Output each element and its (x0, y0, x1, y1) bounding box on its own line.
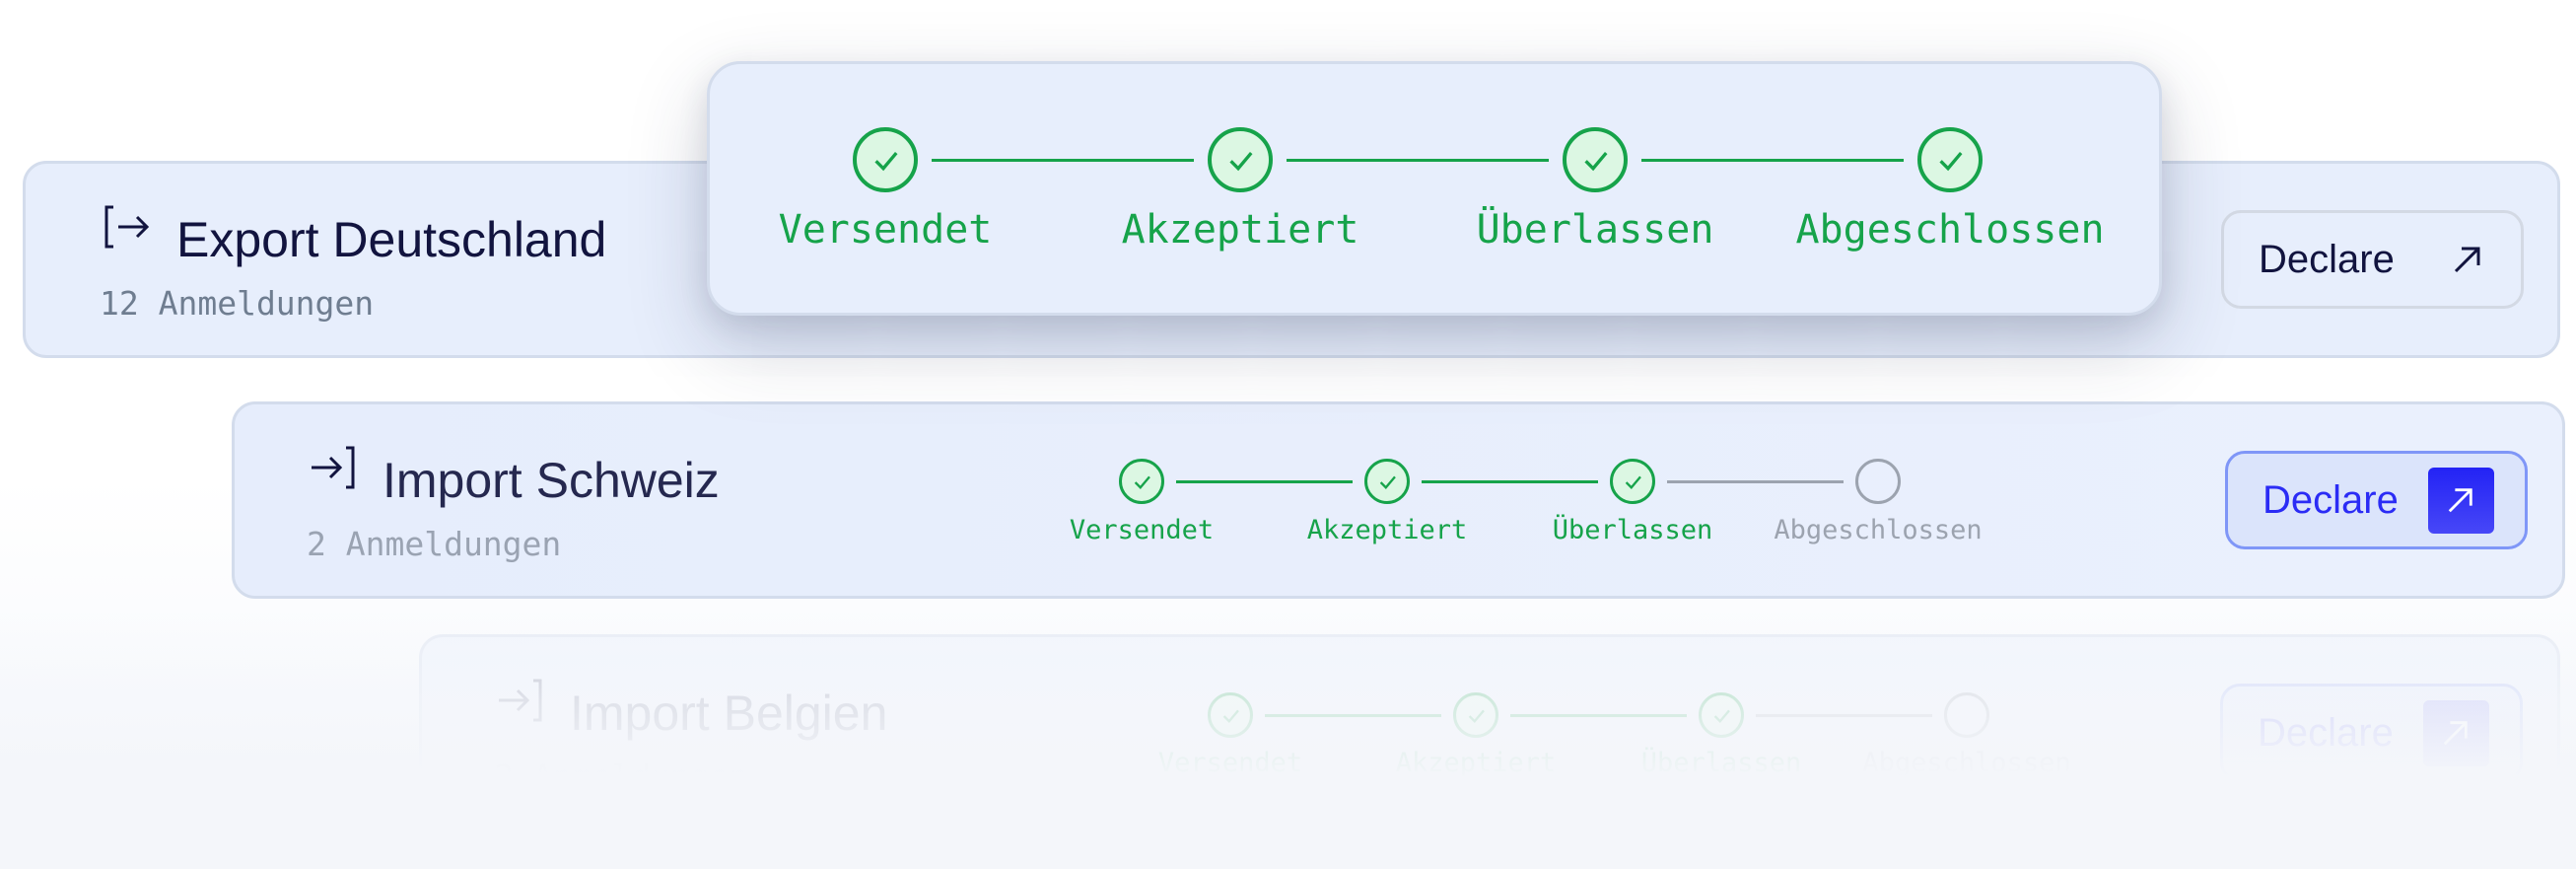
import-icon (312, 446, 355, 489)
step-label: Abgeschlossen (1774, 515, 1983, 545)
step-connector (1265, 714, 1441, 717)
step-connector (1422, 480, 1598, 483)
arrow-up-right-icon (2454, 247, 2480, 273)
step-complete-icon (1699, 692, 1744, 738)
step-label: Akzeptiert (1306, 515, 1468, 545)
step-connector (1287, 159, 1549, 162)
card-title: Import Schweiz (383, 453, 720, 508)
arrow-up-right-icon (2422, 699, 2489, 766)
step-complete-icon (1917, 127, 1983, 192)
declare-label: Declare (2263, 477, 2399, 522)
declaration-count: 12 Anmeldungen (100, 284, 375, 323)
declare-label: Declare (2259, 237, 2395, 281)
step-label: Versendet (778, 207, 993, 253)
declaration-count: 2 Anmeldungen (494, 758, 749, 796)
step-pending-icon (1855, 459, 1901, 504)
step-label: Abgeschlossen (1795, 207, 2105, 253)
import-icon (499, 679, 542, 722)
step-connector (932, 159, 1194, 162)
step-complete-icon (1208, 692, 1253, 738)
step-connector (1667, 480, 1844, 483)
step-connector (1641, 159, 1904, 162)
declare-button[interactable]: Declare (2225, 451, 2528, 549)
declare-button[interactable]: Declare (2221, 210, 2524, 309)
step-label: Versendet (1069, 515, 1215, 545)
declaration-count: 2 Anmeldungen (307, 525, 562, 563)
step-complete-icon (1364, 459, 1410, 504)
step-connector (1756, 714, 1932, 717)
step-connector (1176, 480, 1353, 483)
arrow-up-right-icon (2427, 467, 2494, 534)
shipment-card-import-belgien[interactable]: Import Belgien 2 Anmeldungen Versendet Ak… (419, 634, 2560, 832)
shipment-card-import-schweiz[interactable]: Import Schweiz 2 Anmeldungen Versendet Ak… (232, 401, 2565, 599)
card-title: Export Deutschland (176, 212, 607, 267)
status-popover: Versendet Akzeptiert Überlassen Abgeschloss… (707, 61, 2162, 316)
step-label: Überlassen (1476, 207, 1714, 253)
declare-button[interactable]: Declare (2220, 684, 2523, 782)
step-label: Überlassen (1552, 515, 1713, 545)
step-complete-icon (1453, 692, 1498, 738)
step-label: Abgeschlossen (1862, 748, 2071, 778)
step-label: Akzeptiert (1121, 207, 1359, 253)
step-connector (1510, 714, 1687, 717)
step-label: Versendet (1157, 748, 1303, 778)
step-complete-icon (853, 127, 918, 192)
card-title: Import Belgien (570, 686, 888, 741)
declare-label: Declare (2258, 710, 2394, 755)
step-pending-icon (1944, 692, 1989, 738)
step-complete-icon (1610, 459, 1655, 504)
step-complete-icon (1119, 459, 1164, 504)
step-label: Akzeptiert (1395, 748, 1557, 778)
export-icon (104, 205, 150, 249)
step-complete-icon (1208, 127, 1273, 192)
step-label: Überlassen (1640, 748, 1802, 778)
step-complete-icon (1563, 127, 1628, 192)
